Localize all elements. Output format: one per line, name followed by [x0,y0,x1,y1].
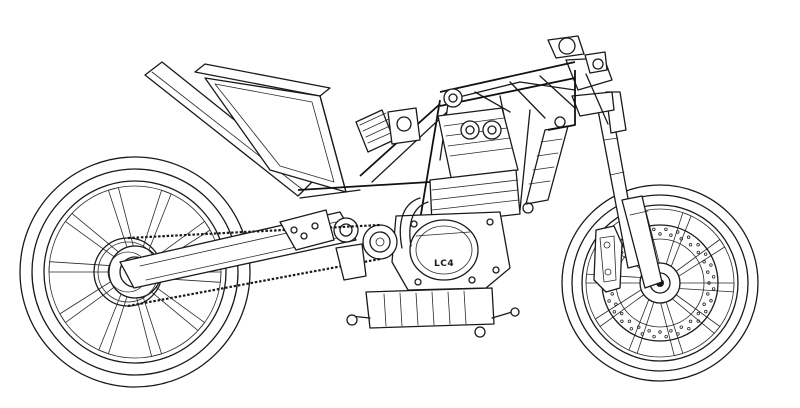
disc-hole [688,242,693,247]
disc-hole [709,263,713,267]
disc-hole [658,232,662,236]
disc-hole [696,311,701,316]
disc-hole [688,319,693,324]
disc-hole [620,319,624,323]
air-filter [355,107,421,153]
exhaust-system [346,287,520,338]
engine [362,107,521,291]
disc-hole [640,332,644,336]
wheel-spoke [678,282,735,293]
disc-hole [709,299,713,303]
disc-hole [696,243,700,247]
disc-hole [629,327,634,331]
disc-hole [696,250,701,255]
disc-hole [664,334,668,339]
disc-hole [676,332,680,336]
front-shock [522,116,569,214]
drive-chain [127,223,381,308]
disc-hole [679,325,683,329]
wheel-spoke [660,301,684,357]
disc-hole [610,292,614,296]
disc-hole [669,233,673,237]
wheel-spoke [142,189,172,251]
wheel-spoke [671,294,721,334]
disc-hole [647,329,651,333]
disc-hole [619,311,624,316]
wheel-spoke [59,281,115,323]
disc-hole [711,275,716,279]
disc-hole [679,237,683,241]
disc-hole [703,252,708,256]
disc-hole [607,299,611,303]
disc-hole [652,334,656,339]
wheel-spoke [675,239,726,277]
main-frame [359,61,576,221]
wheel-spoke [665,212,692,267]
disc-hole [687,326,691,331]
wheel-spoke [136,296,162,357]
disc-hole [686,235,691,239]
wheel-spoke [628,299,655,354]
disc-hole [711,287,716,291]
disc-hole [612,310,617,314]
disc-hole [706,292,710,296]
disc-hole [652,227,656,232]
wheel-spoke [594,289,645,327]
wheel-spoke [65,213,119,258]
disc-hole [696,319,700,323]
rear-footpeg-bracket [279,209,367,281]
tail-subframe [144,61,431,199]
disc-hole [676,230,680,234]
disc-hole [664,227,668,232]
disc-hole [658,330,662,334]
disc-hole [627,319,632,324]
disc-hole [704,309,708,314]
disc-hole [614,302,618,306]
steering-head [547,35,615,125]
wheel-spoke [48,261,111,273]
engine-logo: LC4 [434,259,454,269]
disc-hole [669,329,673,333]
disc-hole [702,260,706,264]
front-brake-caliper [593,225,623,293]
disc-hole [707,281,711,285]
disc-hole [702,302,706,306]
disc-hole [706,270,710,274]
disc-hole [637,325,641,329]
